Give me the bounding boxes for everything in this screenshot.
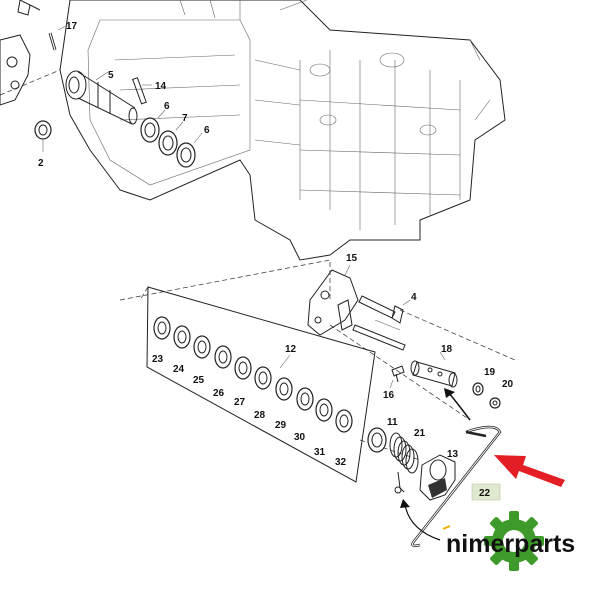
transmission-housing — [59, 0, 506, 261]
circlip-part-20 — [489, 397, 501, 409]
brand-logo-text: nimerparts — [446, 530, 575, 558]
pin-part-17 — [48, 24, 69, 51]
callout-16: 16 — [383, 390, 395, 401]
washer-set-6-7-6 — [140, 109, 203, 168]
pin-part-14 — [132, 77, 152, 105]
callout-24: 24 — [173, 364, 185, 375]
callout-12: 12 — [285, 344, 297, 355]
return-spring-part-22 — [411, 425, 502, 548]
callout-18: 18 — [441, 344, 453, 355]
callout-21: 21 — [414, 428, 426, 439]
brand-logo: nimerparts — [442, 511, 575, 571]
bolt-part-4 — [358, 295, 411, 324]
bracket-part-15 — [307, 264, 359, 336]
shim-washers-23-32 — [153, 316, 353, 433]
cam-part-13 — [419, 454, 456, 501]
callout-27: 27 — [234, 397, 246, 408]
callout-19: 19 — [484, 367, 496, 378]
callout-30: 30 — [294, 432, 306, 443]
callout-22: 22 — [479, 488, 491, 499]
spring-part-21 — [389, 432, 419, 494]
callout-29: 29 — [275, 420, 287, 431]
bushing-part-2 — [34, 120, 52, 152]
callout-14: 14 — [155, 81, 167, 92]
callout-4: 4 — [411, 292, 417, 303]
callout-22-highlight — [471, 483, 501, 501]
pivot-bracket-part — [0, 0, 41, 106]
callout-11: 11 — [387, 417, 398, 428]
callout-labels: 17 5 14 6 7 6 2 15 4 12 18 16 19 20 11 2… — [38, 21, 514, 499]
callout-32: 32 — [335, 457, 347, 468]
callout-2: 2 — [38, 158, 44, 169]
callout-26: 26 — [213, 388, 225, 399]
callout-7: 7 — [182, 113, 188, 124]
callout-6b: 6 — [204, 125, 210, 136]
callout-23: 23 — [152, 354, 164, 365]
pin-part-18 — [410, 351, 458, 388]
callout-28: 28 — [254, 410, 266, 421]
shim-kit-frame-12 — [146, 286, 376, 483]
rod-part-shift — [352, 319, 406, 351]
red-pointer-arrow — [494, 455, 565, 487]
callout-6a: 6 — [164, 101, 170, 112]
shaft-part-5 — [65, 70, 138, 125]
callout-31: 31 — [314, 447, 326, 458]
callout-25: 25 — [193, 375, 205, 386]
callout-15: 15 — [346, 253, 358, 264]
washer-part-11 — [367, 427, 387, 453]
assembly-arrows — [400, 388, 471, 541]
callout-17: 17 — [66, 21, 78, 32]
screw-part-16 — [389, 365, 405, 389]
callout-20: 20 — [502, 379, 514, 390]
washer-part-19 — [472, 382, 484, 396]
gear-logo-icon — [484, 511, 544, 571]
callout-5: 5 — [108, 70, 114, 81]
callout-13: 13 — [447, 449, 459, 460]
